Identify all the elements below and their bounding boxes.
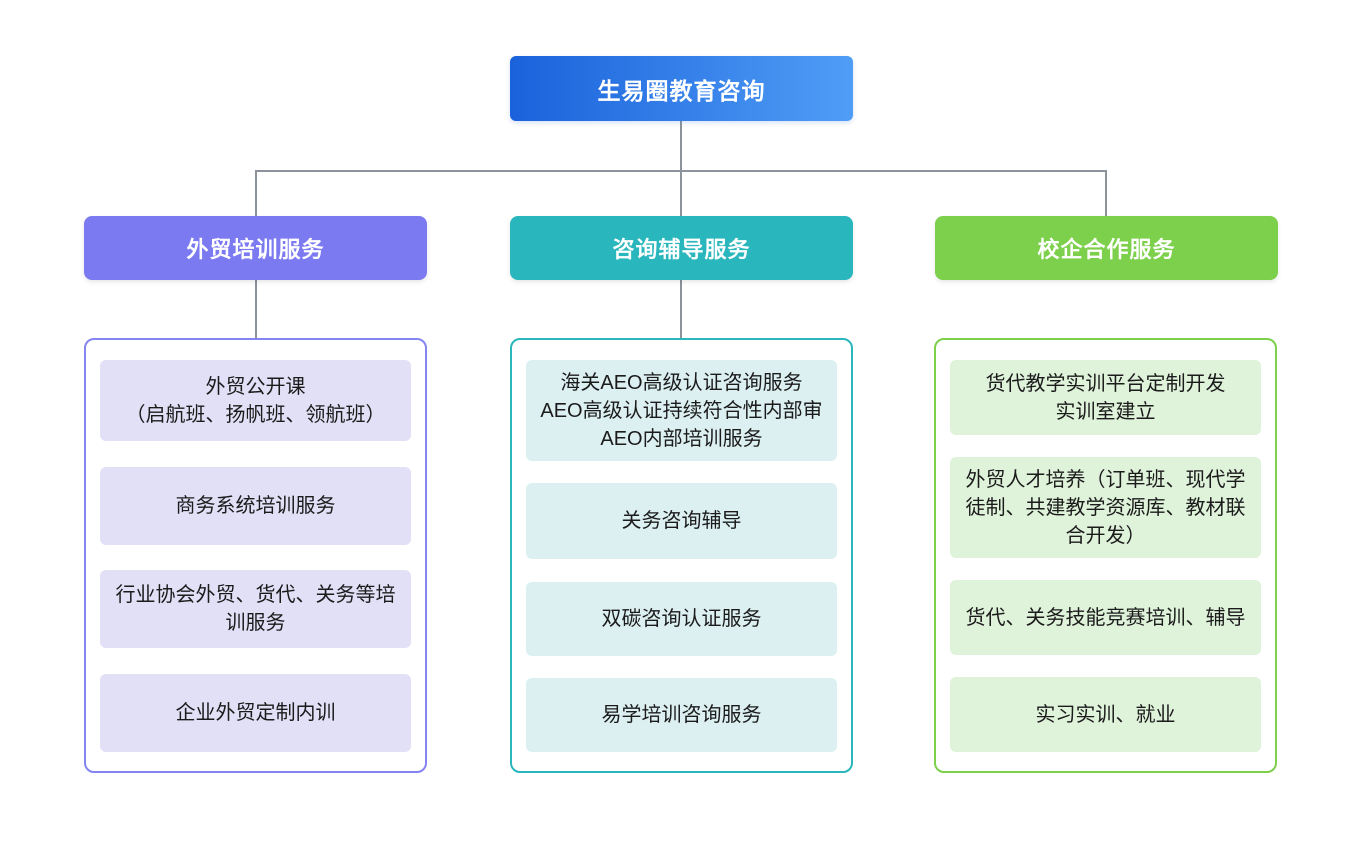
leaf-node: 行业协会外贸、货代、关务等培训服务 [100,570,411,649]
leaf-node: 企业外贸定制内训 [100,673,411,752]
leaf-node: 海关AEO高级认证咨询服务 AEO高级认证持续符合性内部审 AEO内部培训服务 [526,360,837,461]
leaf-node: 易学培训咨询服务 [526,677,837,752]
branch-container-school-enterprise: 货代教学实训平台定制开发 实训室建立 外贸人才培养（订单班、现代学徒制、共建教学… [934,338,1277,773]
connector-root-vertical [680,121,682,170]
branch-container-trade-training: 外贸公开课 （启航班、扬帆班、领航班） 商务系统培训服务 行业协会外贸、货代、关… [84,338,427,773]
leaf-node: 外贸公开课 （启航班、扬帆班、领航班） [100,360,411,441]
leaf-node: 外贸人才培养（订单班、现代学徒制、共建教学资源库、教材联合开发） [950,457,1261,558]
connector-branch1-container [255,280,257,338]
branch-header-trade-training: 外贸培训服务 [84,216,427,280]
connector-branch2-container [680,280,682,338]
leaf-node: 关务咨询辅导 [526,483,837,560]
leaf-node: 实习实训、就业 [950,677,1261,752]
leaf-node: 货代、关务技能竞赛培训、辅导 [950,580,1261,655]
branch-header-school-enterprise: 校企合作服务 [935,216,1278,280]
connector-branch1-top [255,170,257,216]
branch-header-label: 校企合作服务 [1037,237,1176,262]
connector-branch3-top [1105,170,1107,216]
leaf-node: 货代教学实训平台定制开发 实训室建立 [950,360,1261,435]
branch-header-label: 咨询辅导服务 [612,237,751,262]
root-node-label: 生易圈教育咨询 [597,77,766,104]
leaf-node: 商务系统培训服务 [100,466,411,545]
root-node: 生易圈教育咨询 [510,56,853,121]
connector-branch2-top [680,170,682,216]
branch-header-label: 外贸培训服务 [186,237,325,262]
branch-container-consulting: 海关AEO高级认证咨询服务 AEO高级认证持续符合性内部审 AEO内部培训服务 … [510,338,853,773]
branch-header-consulting: 咨询辅导服务 [510,216,853,280]
leaf-node: 双碳咨询认证服务 [526,581,837,656]
